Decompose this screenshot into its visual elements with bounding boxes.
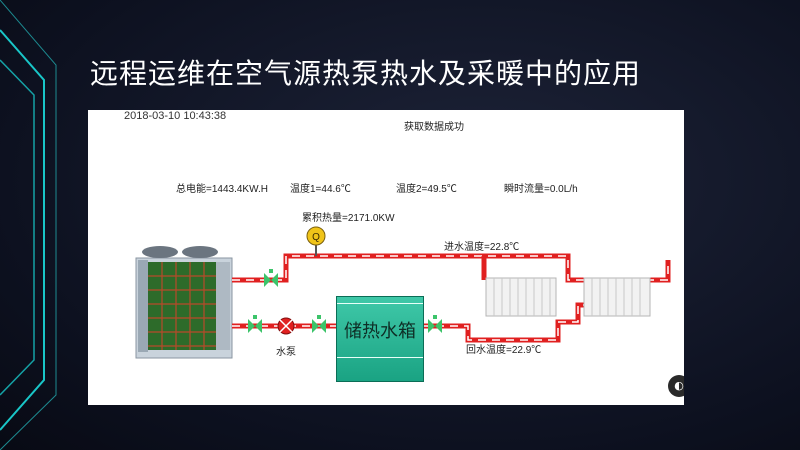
temp1-reading: 温度1=44.6℃ <box>290 184 351 195</box>
valve-icon[interactable] <box>248 315 262 333</box>
return-temp-reading: 回水温度=22.9℃ <box>466 345 542 356</box>
valve-icon[interactable] <box>428 315 442 333</box>
slide-title: 远程运维在空气源热泵热水及采暖中的应用 <box>90 57 642 90</box>
valve-icon[interactable] <box>312 315 326 333</box>
pump-icon[interactable] <box>277 317 295 335</box>
storage-tank-label: 储热水箱 <box>344 321 416 342</box>
total-power-reading: 总电能=1443.4KW.H <box>176 184 268 195</box>
accum-heat-reading: 累积热量=2171.0KW <box>302 213 395 224</box>
storage-tank[interactable]: 储热水箱 <box>336 296 424 382</box>
system-diagram <box>135 226 671 359</box>
timestamp: 2018-03-10 10:43:38 <box>124 110 227 122</box>
radiator-1 <box>485 277 557 317</box>
supply-pipes <box>232 253 671 283</box>
scada-panel: Q 2018-03-10 10:43:38 获取数据成功 总电能=1443.4K… <box>88 110 684 405</box>
radiator-2 <box>583 277 651 317</box>
assistant-widget-icon[interactable]: ◐ <box>668 375 684 397</box>
heat-meter-icon[interactable] <box>306 226 326 256</box>
status-message: 获取数据成功 <box>404 122 464 133</box>
flow-reading: 瞬时流量=0.0L/h <box>504 184 578 195</box>
pump-label: 水泵 <box>276 347 296 358</box>
inlet-temp-reading: 进水温度=22.8℃ <box>444 242 520 253</box>
heat-pump-unit <box>135 246 233 359</box>
valve-icon[interactable] <box>264 269 278 287</box>
decorative-lines <box>0 0 57 450</box>
temp2-reading: 温度2=49.5℃ <box>396 184 457 195</box>
